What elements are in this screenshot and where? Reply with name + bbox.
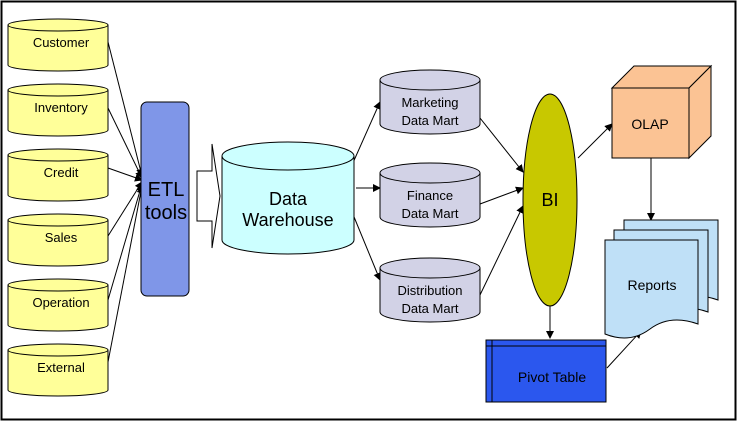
bi-label: BI: [541, 190, 558, 210]
mart-distribution-cylinder-body: [379, 268, 481, 323]
etl-to-warehouse-block-arrow: [196, 143, 221, 249]
olap-cube: OLAP: [610, 64, 713, 160]
warehouse-label-line1: Data: [269, 189, 308, 209]
arrow-marketing-bi: [479, 117, 524, 173]
source-inventory-cylinder-top: [7, 83, 109, 97]
source-inventory-cylinder: Inventory: [7, 83, 109, 137]
mart-label-line1: Distribution: [397, 283, 462, 298]
source-customer-cylinder-top: [7, 18, 109, 32]
mart-marketing-cylinder-body: [379, 80, 481, 135]
source-label: External: [37, 360, 85, 375]
data-sources: CustomerInventoryCreditSalesOperationExt…: [7, 18, 109, 397]
source-sales-cylinder-top: [7, 213, 109, 227]
warehouse-cylinder-body: [221, 156, 355, 255]
source-credit-cylinder-body: [7, 155, 109, 202]
arrow-sales-etl: [107, 181, 143, 237]
arrow-operation-etl: [107, 183, 144, 301]
connectors: [107, 41, 655, 369]
arrow-external-etl: [107, 185, 145, 363]
etl-label-line1: ETL: [148, 179, 185, 201]
mart-marketing-cylinder-top: [379, 69, 481, 91]
warehouse-cylinder-top: [221, 141, 355, 171]
mart-label-line1: Finance: [407, 188, 453, 203]
mart-label-line1: Marketing: [401, 95, 458, 110]
arrow-customer-etl: [107, 41, 145, 177]
arrow-finance-bi: [479, 186, 524, 205]
source-inventory-cylinder-body: [7, 90, 109, 137]
reports-label: Reports: [627, 277, 676, 293]
arrow-pivot-reports: [606, 330, 642, 369]
mart-label-line2: Data Mart: [401, 206, 458, 221]
source-credit-cylinder: Credit: [7, 148, 109, 202]
source-label: Credit: [44, 165, 79, 180]
source-label: Inventory: [34, 100, 88, 115]
source-operation-cylinder-body: [7, 285, 109, 332]
warehouse-label-line2: Warehouse: [242, 210, 333, 230]
mart-finance-cylinder-body: [379, 173, 481, 228]
reports-stack: Reports: [604, 219, 719, 339]
pivot-label: Pivot Table: [518, 369, 586, 385]
arrow-bi-olap: [577, 123, 613, 159]
source-operation-cylinder-top: [7, 278, 109, 292]
source-customer-cylinder-body: [7, 25, 109, 72]
arrow-dw-distribution: [351, 211, 382, 281]
source-sales-cylinder-body: [7, 220, 109, 267]
mart-label-line2: Data Mart: [401, 113, 458, 128]
mart-label-line2: Data Mart: [401, 301, 458, 316]
source-external-cylinder-body: [7, 350, 109, 397]
pivot-table: Pivot Table: [485, 339, 607, 403]
arrow-dw-marketing: [351, 101, 381, 166]
arrow-inventory-etl: [107, 107, 143, 179]
etl-tools-box: ETL tools: [140, 101, 190, 297]
source-operation-cylinder: Operation: [7, 278, 109, 332]
source-label: Customer: [33, 35, 90, 50]
etl-label-line2: tools: [145, 202, 187, 224]
source-label: Operation: [32, 295, 89, 310]
arrow-credit-etl: [107, 167, 143, 182]
arrow-distribution-bi: [479, 205, 524, 296]
source-label: Sales: [45, 230, 78, 245]
source-external-cylinder-top: [7, 343, 109, 357]
source-customer-cylinder: Customer: [7, 18, 109, 72]
olap-label: OLAP: [631, 116, 668, 132]
mart-finance-cylinder-top: [379, 162, 481, 184]
bi-node: BI: [522, 93, 578, 307]
mart-distribution-cylinder-top: [379, 257, 481, 279]
source-sales-cylinder: Sales: [7, 213, 109, 267]
source-external-cylinder: External: [7, 343, 109, 397]
source-credit-cylinder-top: [7, 148, 109, 162]
